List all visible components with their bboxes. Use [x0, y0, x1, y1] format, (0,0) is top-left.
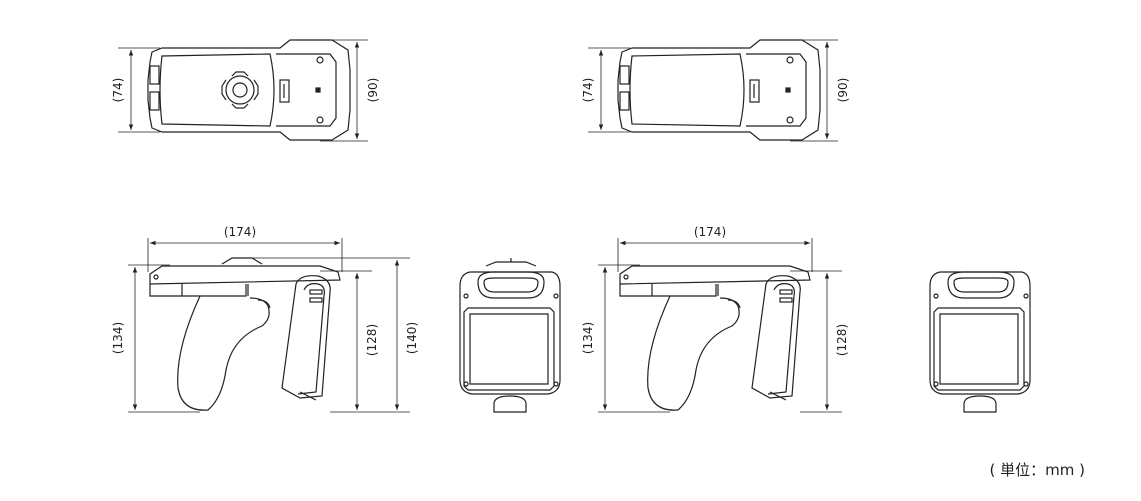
dim-top-right-depth: (90): [836, 78, 850, 103]
dim-side-left-height-total: (134): [111, 322, 125, 354]
dim-side-right-height-total: (134): [581, 322, 595, 354]
dim-side-left-height-body: (128): [365, 324, 379, 356]
side-view-with-knob: [128, 238, 410, 413]
top-view-with-knob: [118, 39, 368, 142]
unit-note: ( 単位：mm ): [989, 461, 1085, 479]
dim-side-left-length: (174): [224, 225, 256, 239]
front-view-with-knob: [459, 258, 561, 413]
dim-top-left-width: (74): [111, 78, 125, 103]
dim-top-right-width: (74): [581, 78, 595, 103]
side-view-without-knob: [598, 238, 842, 413]
dim-side-left-height-max: (140): [405, 322, 419, 354]
dim-side-right-height-body: (128): [835, 324, 849, 356]
top-view-without-knob: [588, 39, 838, 142]
dim-top-left-depth: (90): [366, 78, 380, 103]
front-view-without-knob: [929, 271, 1031, 413]
dim-side-right-length: (174): [694, 225, 726, 239]
